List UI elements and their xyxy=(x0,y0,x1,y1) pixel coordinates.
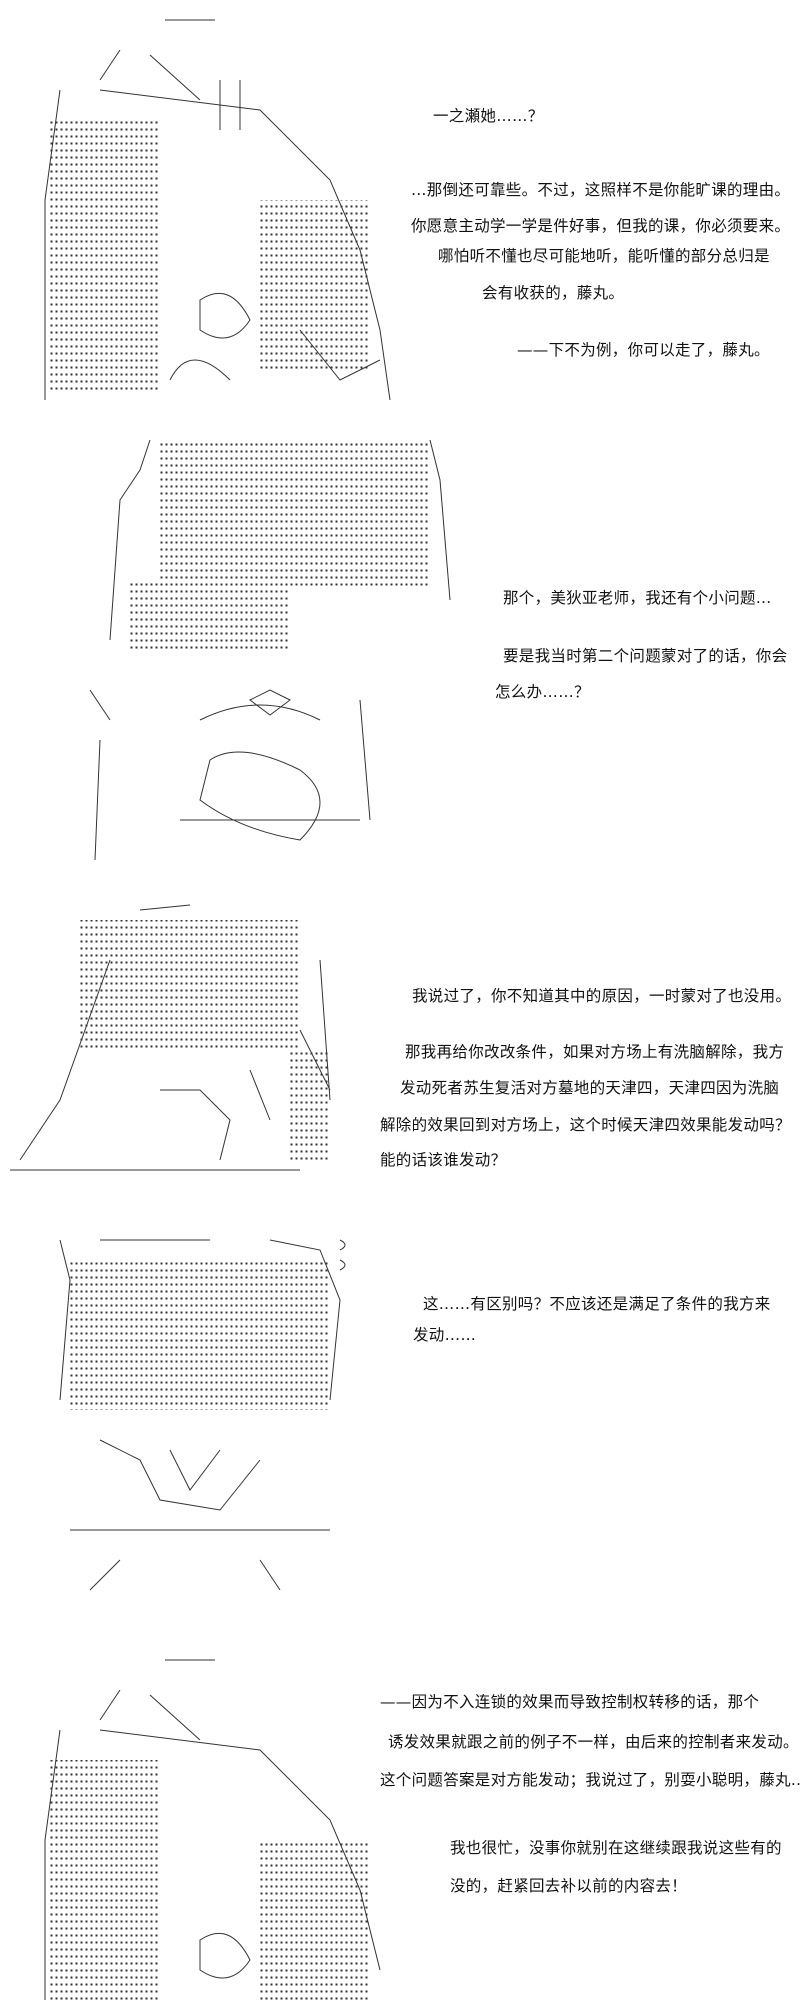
dialogue-line: 哪怕听不懂也尽可能地听，能听懂的部分总归是 xyxy=(438,247,770,265)
dialogue-line: 会有收获的，藤丸。 xyxy=(482,284,625,302)
dialogue-line: 发动…… xyxy=(413,1326,477,1344)
character-art-4 xyxy=(59,1239,346,1591)
dialogue-line: ——下不为例，你可以走了，藤丸。 xyxy=(517,341,770,359)
dialogue-line: 要是我当时第二个问题蒙对了的话，你会 xyxy=(503,647,788,665)
dialogue-line: 我也很忙，没事你就别在这继续跟我说这些有的 xyxy=(450,1839,782,1857)
dialogue-line: …那倒还可靠些。不过，这照样不是你能旷课的理由。 xyxy=(411,181,791,199)
dialogue-line: 发动死者苏生复活对方墓地的天津四，天津四因为洗脑 xyxy=(400,1079,780,1097)
dialogue-line: 那我再给你改改条件，如果对方场上有洗脑解除，我方 xyxy=(405,1043,785,1061)
dialogue-line: 怎么办……？ xyxy=(495,683,590,701)
dialogue-line: 这……有区别吗？不应该还是满足了条件的我方来 xyxy=(423,1295,771,1313)
dialogue-line: 这个问题答案是对方能发动；我说过了，别耍小聪明，藤丸… xyxy=(380,1771,800,1789)
dialogue-line: 那个，美狄亚老师，我还有个小问题… xyxy=(503,589,772,607)
character-art-3 xyxy=(10,904,331,1171)
dialogue-line: 一之瀬她……？ xyxy=(433,107,544,125)
dialogue-line: 我说过了，你不知道其中的原因，一时蒙对了也没用。 xyxy=(412,987,792,1005)
dialogue-line: 没的，赶紧回去补以前的内容去！ xyxy=(450,1877,688,1895)
dialogue-line: 能的话该谁发动？ xyxy=(380,1151,507,1169)
dialogue-line: 诱发效果就跟之前的例子不一样，由后来的控制者来发动。 xyxy=(388,1733,799,1751)
character-art-5 xyxy=(44,1659,381,2000)
dialogue-line: ——因为不入连锁的效果而导致控制权转移的话，那个 xyxy=(380,1693,760,1711)
dialogue-line: 解除的效果回到对方场上，这个时候天津四效果能发动吗？ xyxy=(380,1116,791,1134)
dialogue-line: 你愿意主动学一学是件好事，但我的课，你必须要来。 xyxy=(411,217,791,235)
character-art-1 xyxy=(44,19,391,401)
character-art-2 xyxy=(89,439,451,861)
